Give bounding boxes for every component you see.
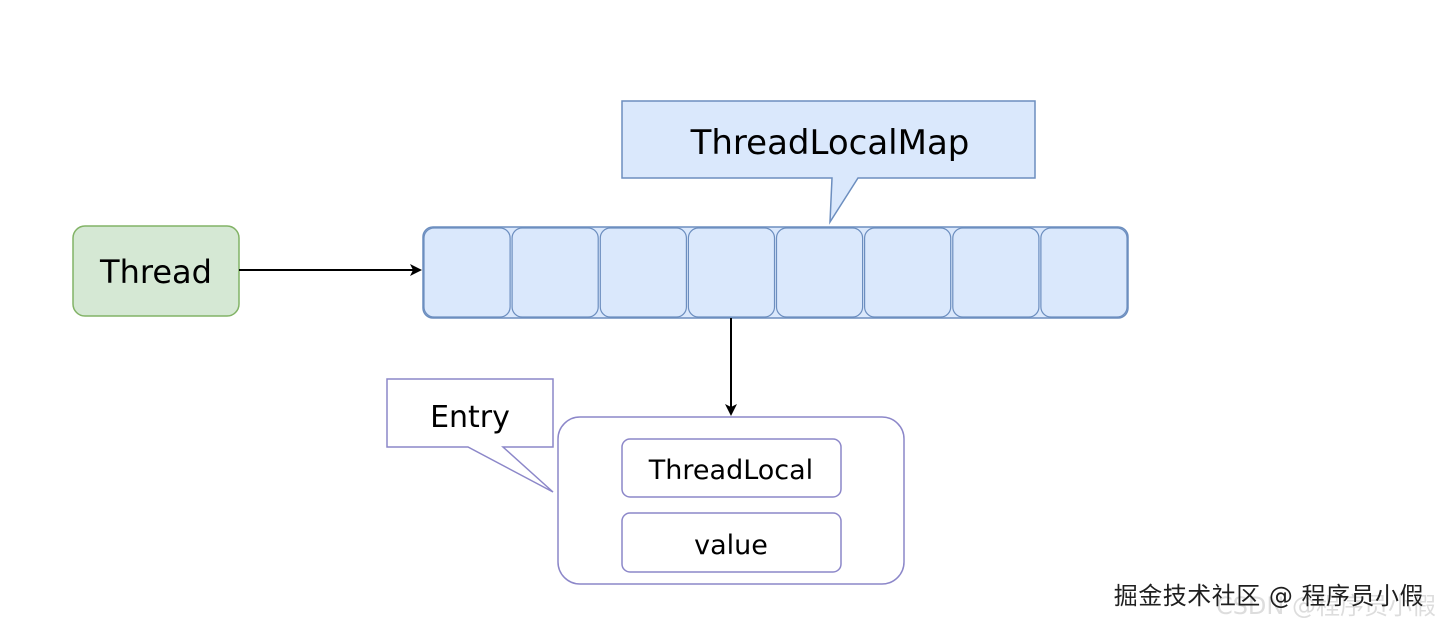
map-slot-4 bbox=[687, 227, 776, 318]
entry-node: ThreadLocal value bbox=[557, 416, 905, 585]
entry-threadlocal-field bbox=[621, 438, 842, 498]
map-slot-7 bbox=[952, 227, 1040, 318]
entry-value-label: value bbox=[694, 530, 768, 561]
thread-node: Thread bbox=[72, 225, 240, 317]
map-callout: ThreadLocalMap bbox=[621, 100, 1036, 225]
entry-callout: Entry bbox=[386, 378, 554, 493]
map-array-background bbox=[422, 226, 1129, 319]
entry-label: Entry bbox=[430, 400, 510, 435]
map-label: ThreadLocalMap bbox=[690, 123, 970, 163]
map-slot-5 bbox=[775, 227, 864, 318]
entry-threadlocal-label: ThreadLocal bbox=[648, 455, 813, 486]
thread-label: Thread bbox=[99, 253, 212, 291]
entry-value-field bbox=[621, 512, 842, 573]
map-slot-3 bbox=[599, 227, 687, 318]
map-slot-8 bbox=[1040, 227, 1128, 318]
map-slot-array bbox=[422, 226, 1129, 319]
map-slot-1 bbox=[423, 227, 511, 318]
watermark: 掘金技术社区 @ 程序员小假 bbox=[1113, 582, 1424, 610]
map-slot-6 bbox=[863, 227, 952, 318]
watermark-ghost: CSDN @程序员小假 bbox=[1215, 592, 1436, 620]
map-slot-2 bbox=[511, 227, 599, 318]
